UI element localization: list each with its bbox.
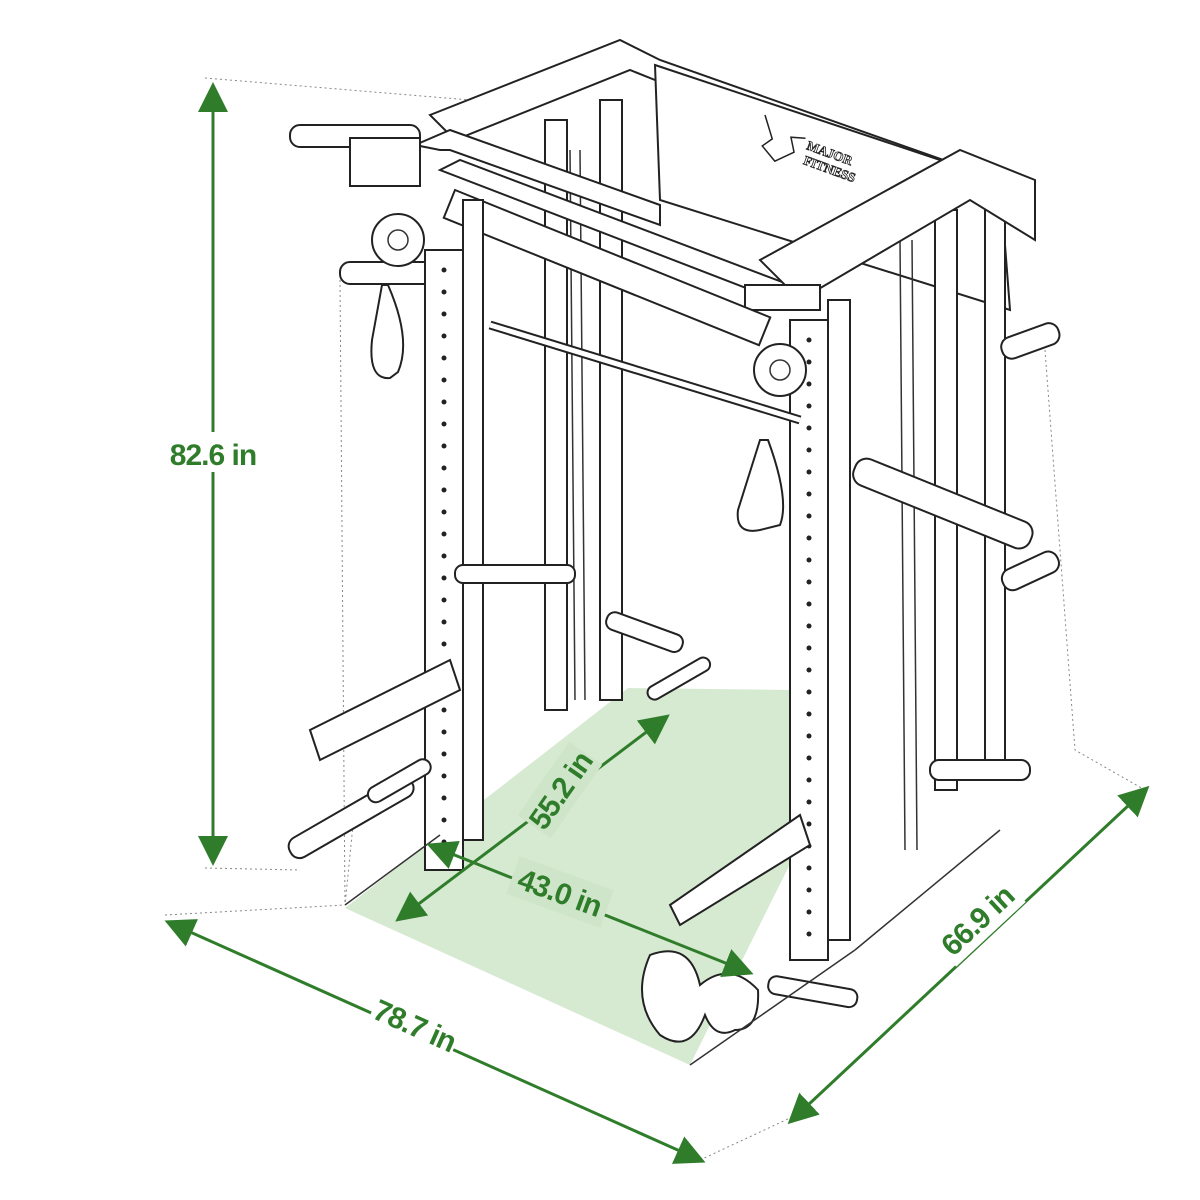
upright-hole bbox=[806, 821, 812, 827]
upright-hole bbox=[441, 355, 447, 361]
upright-hole bbox=[806, 799, 812, 805]
upright-hole bbox=[441, 465, 447, 471]
upright-hole bbox=[806, 887, 812, 893]
upright-hole bbox=[806, 337, 812, 343]
upright-hole bbox=[806, 733, 812, 739]
upright-hole bbox=[441, 487, 447, 493]
upright-hole bbox=[806, 447, 812, 453]
upright-hole bbox=[806, 491, 812, 497]
upright-hole bbox=[806, 645, 812, 651]
upright-hole bbox=[441, 641, 447, 647]
upright-hole bbox=[441, 729, 447, 735]
upright-hole bbox=[806, 513, 812, 519]
height-label: 82.6 in bbox=[170, 439, 256, 472]
upright-hole bbox=[806, 667, 812, 673]
upright-hole bbox=[441, 707, 447, 713]
upright-hole bbox=[441, 553, 447, 559]
upright-hole bbox=[806, 557, 812, 563]
upright-hole bbox=[441, 399, 447, 405]
upright-hole bbox=[806, 777, 812, 783]
upright-hole bbox=[806, 359, 812, 365]
upright-hole bbox=[441, 773, 447, 779]
upright-hole bbox=[806, 403, 812, 409]
upright-hole bbox=[806, 909, 812, 915]
upright-hole bbox=[806, 535, 812, 541]
upright-hole bbox=[806, 689, 812, 695]
upright-hole bbox=[441, 421, 447, 427]
upright-hole bbox=[441, 795, 447, 801]
upright-hole bbox=[441, 289, 447, 295]
upright-hole bbox=[441, 751, 447, 757]
upright-hole bbox=[441, 531, 447, 537]
upright-hole bbox=[441, 509, 447, 515]
upright-hole bbox=[806, 931, 812, 937]
upright-hole bbox=[441, 267, 447, 273]
upright-hole bbox=[441, 443, 447, 449]
upright-hole bbox=[806, 711, 812, 717]
upright-hole bbox=[806, 469, 812, 475]
upright-hole bbox=[441, 333, 447, 339]
upright-hole bbox=[441, 597, 447, 603]
upright-hole bbox=[806, 601, 812, 607]
extension-lines bbox=[164, 77, 1146, 1161]
upright-hole bbox=[806, 579, 812, 585]
upright-hole bbox=[441, 839, 447, 845]
upright-hole bbox=[441, 311, 447, 317]
upright-hole bbox=[806, 865, 812, 871]
upright-hole bbox=[806, 755, 812, 761]
upright-hole bbox=[806, 623, 812, 629]
upright-hole bbox=[441, 619, 447, 625]
upright-hole bbox=[441, 817, 447, 823]
upright-hole bbox=[806, 381, 812, 387]
upright-hole bbox=[441, 575, 447, 581]
upright-hole bbox=[806, 425, 812, 431]
upright-hole bbox=[441, 377, 447, 383]
